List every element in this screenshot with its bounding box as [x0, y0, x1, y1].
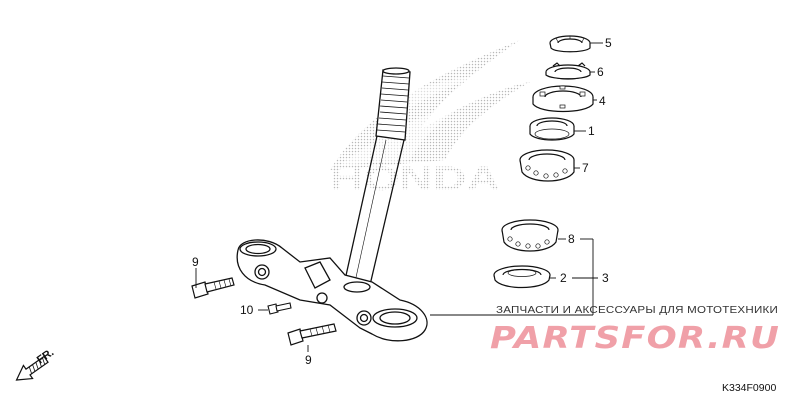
lock-washer-6[interactable] — [545, 62, 591, 80]
front-arrow-icon — [15, 355, 49, 381]
callout-1: 1 — [588, 124, 595, 138]
bearing-7[interactable] — [519, 149, 575, 182]
callout-8: 8 — [568, 232, 575, 246]
bearing-8[interactable] — [501, 219, 559, 252]
lock-nut-5[interactable] — [549, 35, 591, 53]
dust-seal-2[interactable] — [493, 265, 551, 289]
callout-4: 4 — [599, 94, 606, 108]
callout-5: 5 — [605, 36, 612, 50]
callout-9-left: 9 — [192, 255, 199, 269]
honda-wing-watermark: HONDA — [330, 40, 530, 198]
bolt-9-bottom[interactable] — [287, 323, 337, 346]
callout-3: 3 — [602, 271, 609, 285]
brand-name: PARTSFOR.RU — [490, 321, 780, 356]
front-direction-indicator: FR. — [15, 346, 56, 381]
bolt-10[interactable] — [267, 302, 292, 315]
bolt-9-left[interactable] — [191, 277, 235, 299]
partsfor-branding: ЗАПЧАСТИ И АКСЕССУАРЫ ДЛЯ МОТОТЕХНИКИ PA… — [490, 304, 780, 356]
steering-stem[interactable] — [344, 67, 411, 286]
leader-lines — [195, 42, 603, 352]
adjusting-nut-4[interactable] — [532, 85, 594, 113]
callout-7: 7 — [582, 161, 589, 175]
lower-triple-clamp[interactable] — [236, 239, 428, 342]
brand-tagline: ЗАПЧАСТИ И АКСЕССУАРЫ ДЛЯ МОТОТЕХНИКИ — [496, 304, 778, 316]
callout-10: 10 — [240, 303, 254, 317]
watermark-logo-text: HONDA — [330, 160, 500, 198]
diagram-code: K334F0900 — [722, 382, 776, 394]
callout-2: 2 — [560, 271, 567, 285]
callout-6: 6 — [597, 65, 604, 79]
callouts: 5 6 4 1 7 8 2 3 9 10 9 — [192, 36, 612, 367]
callout-9-bottom: 9 — [305, 353, 312, 367]
bearing-race-1[interactable] — [529, 117, 575, 141]
